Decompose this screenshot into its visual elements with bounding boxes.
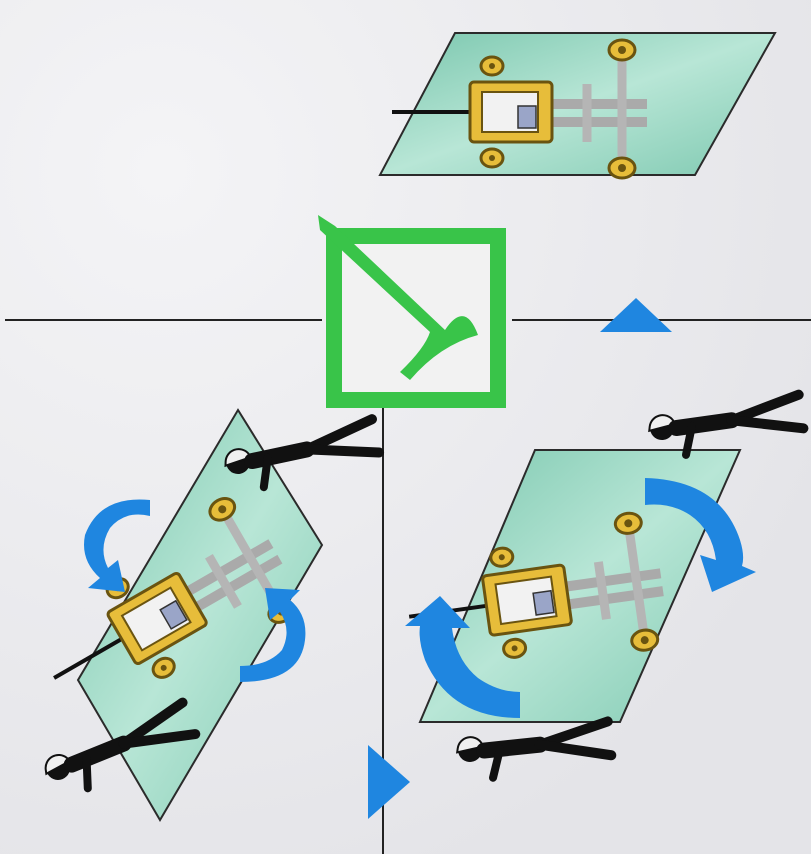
rotate-arrow-right-lower — [405, 596, 520, 718]
triangle-right-icon — [368, 745, 410, 819]
rotate-arrow-left-upper — [84, 499, 150, 592]
rotate-arrow-left-lower — [240, 588, 306, 682]
triangle-up-icon — [600, 298, 672, 332]
rotate-arrow-right-upper — [645, 478, 756, 592]
check-in-square-icon — [318, 215, 506, 408]
